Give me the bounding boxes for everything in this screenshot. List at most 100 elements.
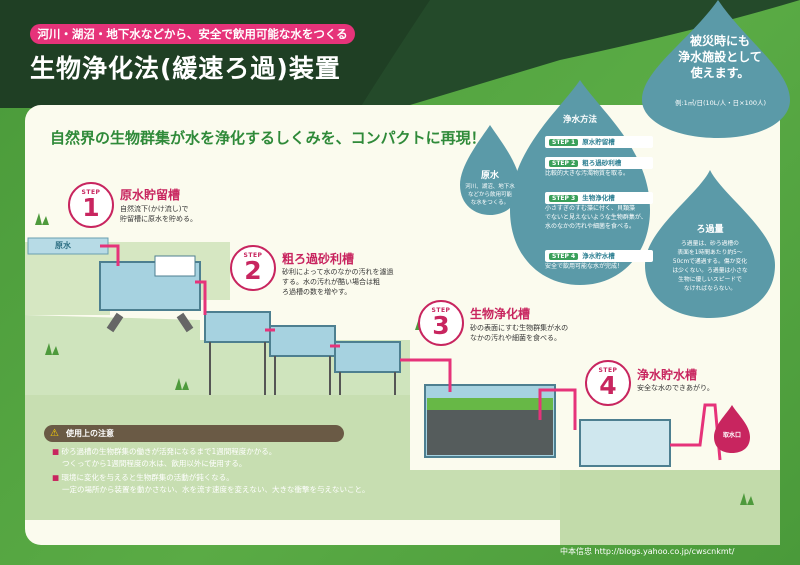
step1-number: 1: [82, 193, 100, 222]
raw-drop-desc3: な水をつくる。: [470, 200, 510, 206]
filter-line-2: 表面を1時間あたり約5〜: [677, 250, 743, 256]
step4-circle: STEP 4: [585, 360, 631, 406]
step4-ground: [560, 470, 780, 545]
caution-header: ⚠ 使用上の注意: [44, 425, 344, 442]
method-step-2-tag: STEP 2: [549, 160, 579, 167]
raw-label: 原水: [55, 241, 71, 250]
step3-desc1: 砂の表面にすむ生物群集が水の: [470, 324, 569, 332]
method-drop: [510, 80, 650, 285]
subtitle: 自然界の生物群集が水を浄化するしくみを、コンパクトに再現！: [50, 129, 486, 147]
method-step-3-name: 生物浄化槽: [582, 194, 615, 202]
main-title: 生物浄化法(緩速ろ過)装置: [30, 54, 341, 83]
gravel-tank-3: [334, 341, 401, 373]
method-step-1-name: 原水貯留槽: [582, 138, 615, 146]
credit: 中本信忠 http://blogs.yahoo.co.jp/cwscnkmt/: [560, 547, 735, 556]
header-pill: 河川・湖沼・地下水などから、安全で飲用可能な水をつくる: [30, 24, 355, 44]
step2-desc3: ろ過槽の数を増やす。: [282, 288, 352, 296]
big-drop-text: 被災時にも 浄水施設として 使えます。: [640, 33, 800, 81]
tank1-stand: [106, 312, 194, 333]
caution-line1: ■ 砂ろ過槽の生物群集の働きが活発になるまで1週間程度かかる。: [52, 446, 276, 457]
step2-desc1: 砂利によって水のなかの汚れを濾過: [282, 268, 394, 276]
filter-line-4: は少くない。ろ過量は小さな: [672, 268, 748, 274]
outlet-drop: [714, 405, 750, 453]
raw-drop-desc: 河川、湖沼、地下水 などから飲用可能 な水をつくる。: [462, 183, 518, 207]
method-step-4-name: 浄水貯水槽: [582, 252, 615, 260]
filter-line-1: ろ過量は、砂ろ過槽の: [681, 241, 739, 247]
step1-desc: 自然流下(かけ流し)で 貯留槽に原水を貯める。: [120, 204, 197, 224]
step2-label: STEP: [243, 252, 263, 259]
filter-drop-desc: ろ過量は、砂ろ過槽の 表面を1時間あたり約5〜 50cmで通過する。傷か変化 は…: [655, 240, 765, 294]
filter-drop-title: ろ過量: [696, 225, 724, 235]
big-drop-line3: 使えます。: [690, 66, 750, 80]
caution-l1-text: 砂ろ過槽の生物群集の働きが活発になるまで1週間程度かかる。: [61, 447, 277, 456]
method-step-3-desc3: 水のなかの汚れや細菌を食べる。: [545, 223, 636, 230]
method-step-3-desc2: でないと見えないような生物群集が、: [545, 214, 647, 221]
bullet-icon: ■: [52, 473, 60, 482]
caution-l3-text: 環境に変化を与えると生物群集の活動が鈍くなる。: [61, 473, 234, 482]
sand-layer: [427, 410, 553, 455]
method-step-1-tag: STEP 1: [549, 139, 579, 146]
method-step-4-tag: STEP 4: [549, 253, 579, 260]
step3-desc: 砂の表面にすむ生物群集が水の なかの汚れや細菌を食べる。: [470, 323, 568, 343]
step4-title: 浄水貯水槽: [637, 368, 698, 382]
step1-title: 原水貯留槽: [120, 188, 181, 202]
raw-drop-desc1: 河川、湖沼、地下水: [465, 184, 515, 190]
filter-line-3: 50cmで通過する。傷か変化: [672, 259, 748, 265]
gravel-tank-2: [269, 325, 336, 357]
step2-desc: 砂利によって水のなかの汚れを濾過 する。水の汚れが酷い場合は粗 ろ過槽の数を増や…: [282, 267, 393, 297]
method-drop-title: 浄水方法: [562, 115, 597, 125]
step3-label: STEP: [431, 307, 451, 314]
gravel-tank-1: [204, 311, 271, 343]
method-step-2-desc: 比較的大きな汚濁物質を取る。: [545, 170, 630, 177]
raw-water-drop: [460, 125, 520, 215]
bullet-icon: ■: [52, 447, 60, 456]
step4-desc: 安全な水のできあがり。: [637, 384, 714, 392]
filter-line-6: なければならない。: [683, 286, 737, 292]
step2-desc2: する。水の汚れが酷い場合は粗: [282, 278, 380, 286]
step3-title: 生物浄化槽: [470, 307, 531, 321]
gravel-tank-stands: [209, 342, 396, 395]
storage-tank: [579, 419, 671, 467]
step1-label: STEP: [81, 189, 101, 196]
filter-line-5: 生物に優しいスピードで: [678, 277, 742, 283]
raw-drop-title: 原水: [480, 171, 499, 181]
big-drop-shape: [642, 0, 790, 138]
method-step-3-desc1: 小さすぎのすむ藻に付く、貝類藻: [545, 205, 636, 212]
caution-line3: ■ 環境に変化を与えると生物群集の活動が鈍くなる。: [52, 472, 234, 483]
big-drop-note: 例:1㎥/日(10L/人・日×100人): [674, 99, 767, 107]
step3-circle: STEP 3: [418, 300, 464, 346]
filtration-drop: [645, 170, 775, 318]
flow-arrows: [100, 244, 722, 461]
tap-label: 取水口: [722, 432, 741, 439]
step2-circle: STEP 2: [230, 245, 276, 291]
step1-circle: STEP 1: [68, 182, 114, 228]
raw-drop-desc2: などから飲用可能: [467, 192, 512, 198]
method-step-4-desc: 安全で飲用可能な水が完成！: [545, 263, 624, 270]
method-step-2-name: 粗ろ過砂利槽: [582, 159, 622, 167]
big-drop-line1: 被災時にも: [689, 34, 750, 48]
caution-line4: 一定の場所から装置を動かさない、水を流す速度を変えない、大きな衝撃を与えないこと…: [62, 485, 370, 494]
step4-number: 4: [599, 371, 617, 400]
caution-line2: つくってから1週間程度の水は、飲用以外に使用する。: [62, 459, 247, 468]
method-step-3-tag: STEP 3: [549, 195, 579, 202]
caution-title: 使用上の注意: [66, 429, 114, 438]
big-drop-line2: 浄水施設として: [678, 50, 762, 64]
bio-layer: [427, 398, 553, 410]
warning-icon: ⚠: [50, 428, 59, 439]
step2-title: 粗ろ過砂利槽: [282, 252, 355, 266]
step1-desc1: 自然流下(かけ流し)で: [120, 205, 189, 213]
step2-ground: [25, 315, 410, 395]
raw-tank-box: [154, 255, 196, 277]
step3-desc2: なかの汚れや細菌を食べる。: [470, 334, 561, 342]
step1-desc2: 貯留槽に原水を貯める。: [120, 215, 197, 223]
step2-number: 2: [244, 256, 262, 285]
step3-number: 3: [432, 311, 450, 340]
